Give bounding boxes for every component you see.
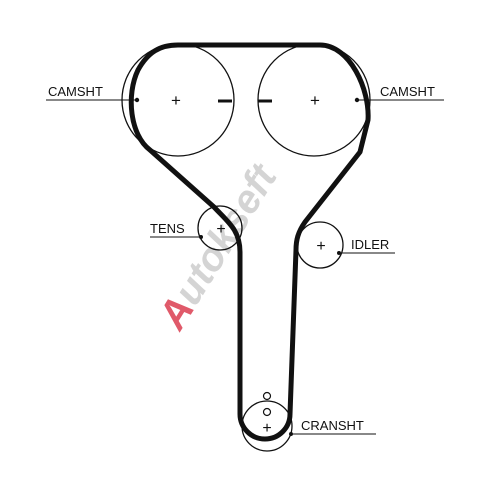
center-plus-icon: + xyxy=(262,420,271,437)
label-camshaft-right: CAMSHT xyxy=(380,84,435,99)
tensioner-pulley: + xyxy=(197,205,243,251)
idler-pulley: + xyxy=(296,221,344,269)
label-crankshaft: CRANSHT xyxy=(301,418,364,433)
key-mark-circle xyxy=(262,407,272,417)
center-plus-icon: + xyxy=(316,238,325,255)
timing-mark-circle xyxy=(262,391,272,401)
timing-belt xyxy=(128,42,371,442)
watermark: Autokseft xyxy=(150,156,286,338)
camshaft-pulley-right: + xyxy=(257,43,371,157)
pivot-dot xyxy=(289,432,293,436)
leader-lines xyxy=(46,99,444,435)
camshaft-pulley-left: + xyxy=(121,43,235,157)
center-plus-icon: + xyxy=(216,221,225,238)
timing-mark-dot xyxy=(354,97,360,103)
svg-text:Autokseft: Autokseft xyxy=(150,156,286,338)
pivot-dot xyxy=(337,251,341,255)
label-idler: IDLER xyxy=(351,237,389,252)
timing-mark-dot xyxy=(134,97,140,103)
center-plus-icon: + xyxy=(171,91,181,110)
pivot-dot xyxy=(199,235,203,239)
label-tensioner: TENS xyxy=(150,221,185,236)
crankshaft-pulley: + xyxy=(241,391,293,452)
label-camshaft-left: CAMSHT xyxy=(48,84,103,99)
center-plus-icon: + xyxy=(310,91,320,110)
